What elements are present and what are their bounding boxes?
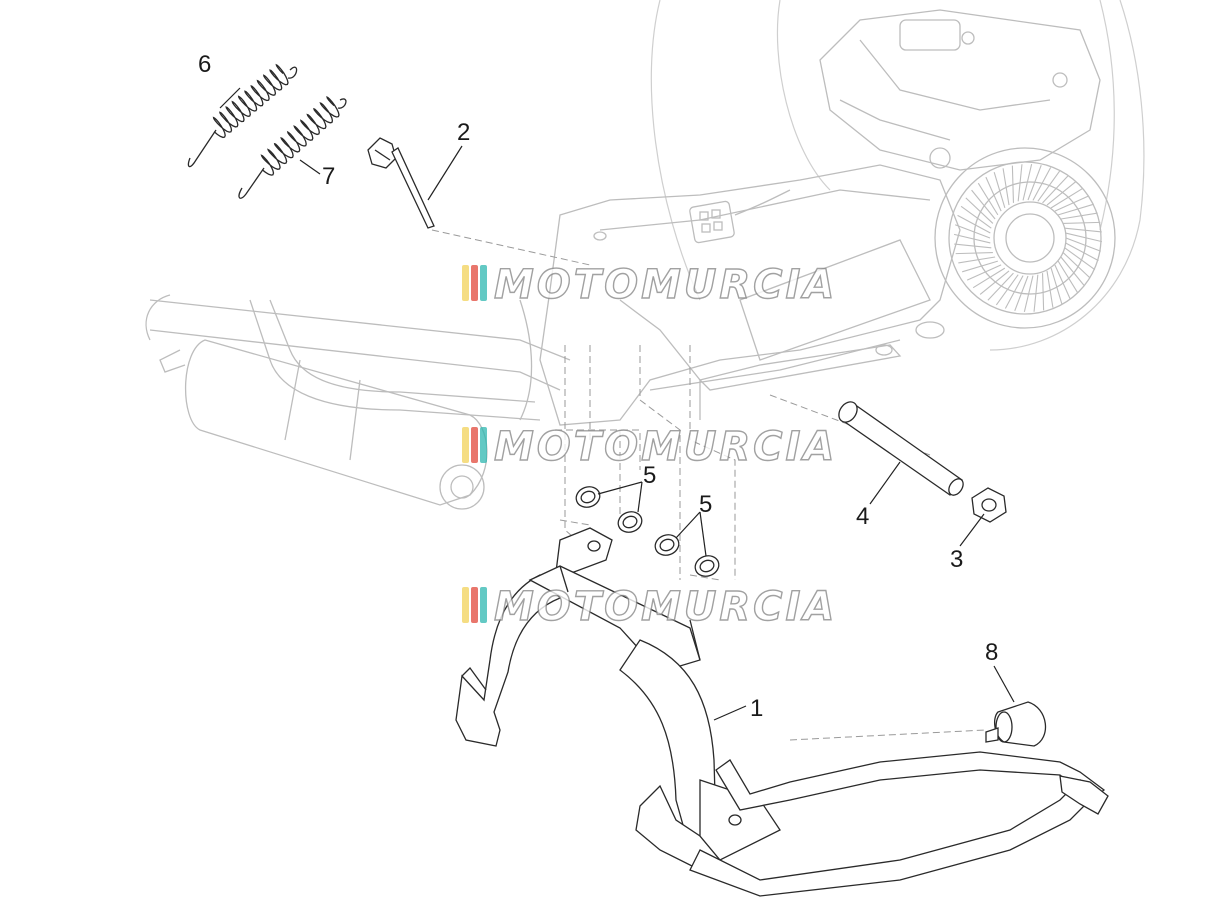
watermark-stripe-1 xyxy=(462,427,469,463)
watermark-stripe-1 xyxy=(462,587,469,623)
watermark-text: MOTOMURCIA xyxy=(494,424,837,470)
callout-3: 3 xyxy=(950,546,963,573)
watermark-1: MOTOMURCIA xyxy=(462,261,837,309)
watermark-stripe-3 xyxy=(480,427,487,463)
watermark-text: MOTOMURCIA xyxy=(494,584,837,630)
watermark-stripe-1 xyxy=(462,265,469,301)
pin-part-4[interactable] xyxy=(835,398,966,497)
bolt-part-2[interactable] xyxy=(367,137,435,229)
watermark-2: MOTOMURCIA xyxy=(462,423,837,471)
watermark-stripe-2 xyxy=(471,265,478,301)
callout-6: 6 xyxy=(198,51,211,78)
watermark-stripe-2 xyxy=(471,427,478,463)
rubber-pad-part-8[interactable] xyxy=(985,701,1047,747)
callout-8: 8 xyxy=(985,639,998,666)
callout-5-lower: 5 xyxy=(699,491,712,518)
watermark-stripe-2 xyxy=(471,587,478,623)
callout-7: 7 xyxy=(322,163,335,190)
watermark-text: MOTOMURCIA xyxy=(494,262,837,308)
watermark-stripe-3 xyxy=(480,265,487,301)
callout-leaders xyxy=(219,87,1015,721)
watermark-3: MOTOMURCIA xyxy=(462,583,837,631)
callout-4: 4 xyxy=(856,503,869,530)
centre-stand-part-1[interactable] xyxy=(455,527,1109,897)
callout-5-upper: 5 xyxy=(643,462,656,489)
callout-2: 2 xyxy=(457,119,470,146)
spring-part-7[interactable] xyxy=(238,96,347,199)
nut-part-3[interactable] xyxy=(971,487,1007,523)
callout-1: 1 xyxy=(750,695,763,722)
spring-part-6[interactable] xyxy=(187,63,298,168)
engine-background-drawing xyxy=(145,0,1145,510)
watermark-stripe-3 xyxy=(480,587,487,623)
washers-part-5[interactable] xyxy=(573,483,721,579)
callout-labels: 1 2 3 4 5 5 6 7 8 xyxy=(198,51,998,722)
